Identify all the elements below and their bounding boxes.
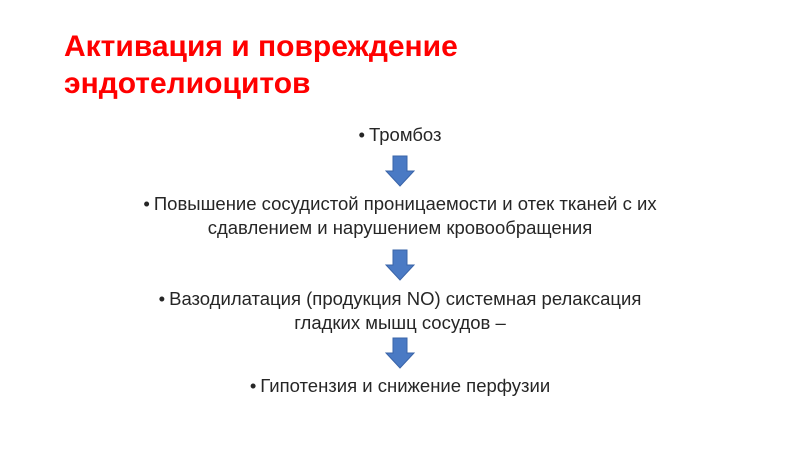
down-arrow-icon: [385, 249, 415, 281]
bullet-icon: •: [158, 288, 166, 309]
down-arrow-icon: [385, 155, 415, 187]
slide-title: Активация и повреждение эндотелиоцитов: [64, 30, 458, 100]
list-item-line: •Гипотензия и снижение перфузии: [60, 374, 740, 398]
list-item-line: сдавлением и нарушением кровообращения: [207, 217, 593, 238]
list-item-line: •Вазодилатация (продукция NO) системная …: [60, 287, 740, 311]
bullet-icon: •: [143, 193, 150, 214]
list-item-vasodilation: •Вазодилатация (продукция NO) системная …: [60, 287, 740, 335]
list-item-text: Вазодилатация (продукция NO) системная р…: [169, 288, 642, 309]
bullet-icon: •: [249, 375, 257, 396]
list-item-thrombosis: •Тромбоз: [60, 123, 740, 147]
list-item-line: •Повышение сосудистой проницаемости и от…: [60, 192, 740, 216]
list-item-permeability: •Повышение сосудистой проницаемости и от…: [60, 192, 740, 240]
list-item-line: гладких мышц сосудов –: [294, 312, 506, 333]
list-item-hypotension: •Гипотензия и снижение перфузии: [60, 374, 740, 398]
list-item-line: •Тромбоз: [60, 123, 740, 147]
list-item-text: Повышение сосудистой проницаемости и оте…: [153, 193, 657, 214]
bullet-icon: •: [358, 124, 365, 145]
down-arrow-icon: [385, 337, 415, 369]
list-item-text: Гипотензия и снижение перфузии: [260, 375, 551, 396]
list-item-text: Тромбоз: [368, 124, 442, 145]
